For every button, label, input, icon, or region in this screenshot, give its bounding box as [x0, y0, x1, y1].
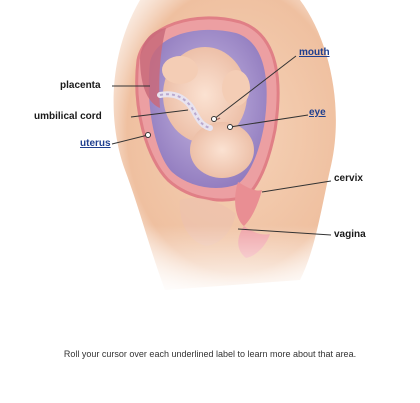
label-eye-link[interactable]: eye: [309, 107, 326, 118]
label-cervix: cervix: [334, 173, 363, 184]
leader-lines: [111, 55, 332, 236]
label-placenta: placenta: [60, 80, 101, 91]
instruction-caption: Roll your cursor over each underlined la…: [63, 349, 357, 359]
label-umbilical-cord: umbilical cord: [34, 111, 102, 122]
label-mouth-link[interactable]: mouth: [299, 47, 330, 58]
label-uterus-link[interactable]: uterus: [80, 138, 111, 149]
label-vagina: vagina: [334, 229, 366, 240]
anchor-dots: [145, 116, 233, 138]
pregnancy-illustration: [0, 0, 420, 300]
